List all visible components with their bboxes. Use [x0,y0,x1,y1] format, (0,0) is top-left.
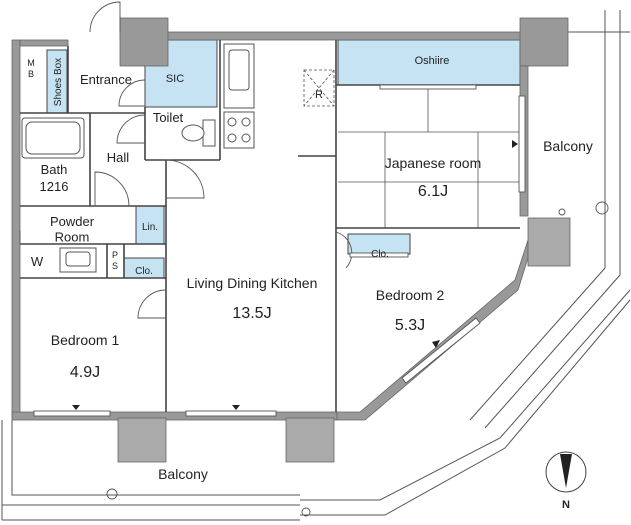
stove-icon [223,111,255,149]
lin-label: Lin. [142,222,158,233]
sliding-doors [33,84,526,417]
oshiire-label: Oshiire [415,55,450,67]
door-swing-icon [19,1,353,319]
north-label: N [562,499,570,511]
refrigerator-mark [303,69,335,107]
shoes-box-label: Shoes Box [53,58,64,106]
balcony-outline-south [1,420,300,521]
interior-walls [20,40,520,412]
pillar-s2 [285,417,335,463]
pillar-s1 [117,417,167,463]
clo-label-1: Clo. [135,266,153,277]
bedroom2-size: 5.3J [395,317,425,334]
drains [106,201,609,517]
balcony-outline-east [300,10,631,516]
bath-size-label: 1216 [40,179,69,194]
sink-icon [223,43,255,109]
tatami-grid [338,85,520,228]
entrance-label: Entrance [80,72,132,87]
pillar-se [527,217,571,267]
bathtub-icon [21,117,85,159]
bedroom2-label: Bedroom 2 [376,287,445,303]
sliding-door-arrow-icon [72,140,518,410]
storage-areas [46,39,521,279]
ldk-label: Living Dining Kitchen [187,275,318,291]
toilet-icon [181,119,216,147]
hall-label: Hall [107,150,130,165]
japanese-room-label: Japanese room [385,155,482,171]
w-label: W [31,254,44,269]
north-arrow-icon [545,451,587,493]
toilet-label: Toilet [153,110,184,125]
clo-label-2: Clo. [371,249,389,260]
sic-label: SIC [166,73,184,85]
bedroom1-label: Bedroom 1 [51,332,120,348]
bath-label: Bath [41,162,68,177]
washbasin-icon [59,247,97,273]
balcony-south-label: Balcony [158,466,208,482]
pillars [117,217,571,463]
balcony-east-label: Balcony [543,138,593,154]
bedroom1-size: 4.9J [70,364,100,381]
japanese-room-size: 6.1J [418,183,448,200]
ldk-size: 13.5J [232,305,271,322]
r-mark-label: R [315,89,323,101]
